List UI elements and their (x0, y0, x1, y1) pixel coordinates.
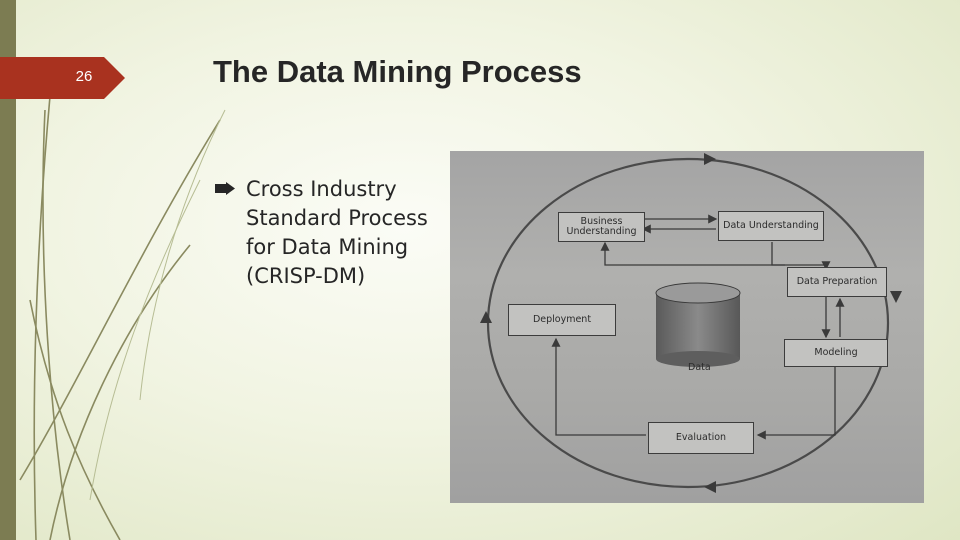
arrow-bullet-icon (215, 182, 235, 195)
crisp-dm-diagram (480, 153, 902, 493)
box-deployment: Deployment (508, 304, 616, 336)
bullet-text: Cross Industry Standard Process for Data… (246, 177, 428, 288)
cycle-arrowhead-right (890, 291, 902, 303)
box-data-preparation: Data Preparation (787, 267, 887, 297)
left-accent-bar (0, 0, 16, 540)
cycle-arrowhead-left (480, 311, 492, 323)
slide-number-tab (0, 57, 125, 99)
data-store-label: Data (688, 362, 711, 373)
cycle-arrowhead-top (704, 153, 716, 165)
slide-number: 26 (75, 68, 93, 85)
box-modeling: Modeling (784, 339, 888, 367)
box-evaluation: Evaluation (648, 422, 754, 454)
arrow-modeling-to-evaluation (756, 367, 836, 440)
arrow-prep-to-business (600, 241, 785, 266)
box-business-understanding: Business Understanding (558, 212, 645, 242)
cycle-arrowhead-bottom (704, 481, 716, 493)
data-cylinder-icon (655, 282, 741, 367)
slide-title: The Data Mining Process (213, 54, 582, 89)
arrow-evaluation-to-business (551, 337, 646, 436)
box-data-understanding: Data Understanding (718, 211, 824, 241)
crisp-dm-diagram-photo: Business Understanding Data Understandin… (450, 151, 924, 503)
